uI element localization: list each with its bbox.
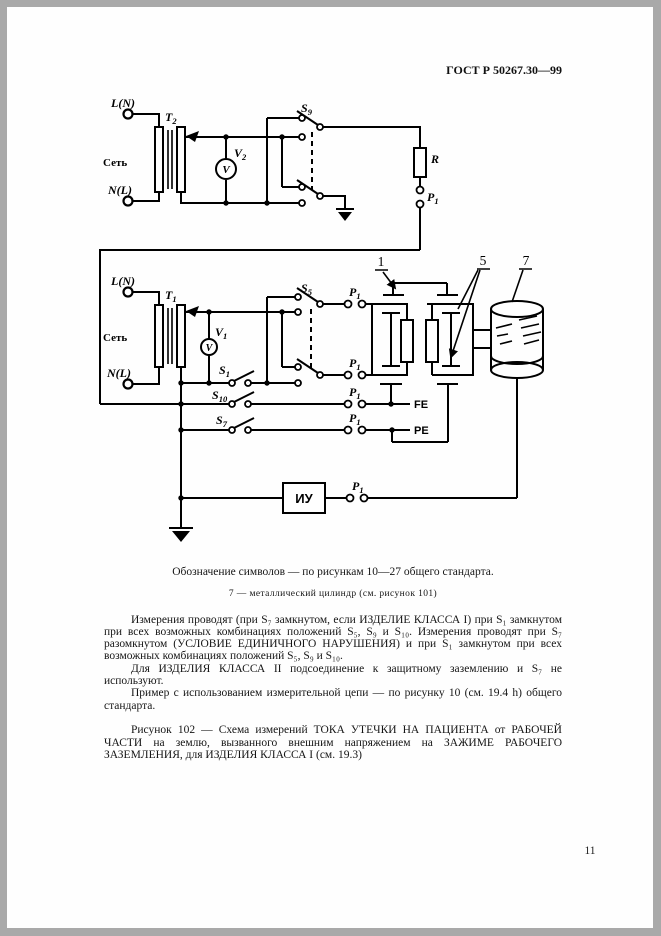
label-p1-top: P1: [427, 190, 439, 206]
external-voltage-circuit: [122, 108, 427, 250]
resistor-r: [413, 147, 427, 178]
applied-part-unit-5: [391, 283, 491, 443]
connector-p1-iu: [345, 493, 369, 503]
paper-sheet: [7, 7, 653, 928]
top-circuit-wires: [132, 113, 421, 250]
label-v1-letter: V: [206, 343, 214, 354]
patient-resistor-2: [425, 319, 439, 363]
label-s10: S10: [212, 388, 228, 404]
adjust-arrow-icon: [186, 131, 199, 142]
enclosure-outline: [99, 249, 420, 404]
label-l-n-top: L(N): [110, 96, 135, 110]
label-t1: T1: [165, 288, 177, 304]
document-header: ГОСТ Р 50267.30—99: [446, 63, 562, 77]
switch-s1: [228, 370, 255, 387]
connector-p1-top: [415, 185, 425, 209]
label-r: R: [430, 152, 439, 166]
terminal-l-n-mid: [122, 286, 134, 298]
label-set-mid: Сеть: [103, 332, 127, 344]
switch-s7: [228, 417, 255, 434]
label-t2: T2: [165, 110, 177, 126]
metal-cylinder: [490, 300, 544, 498]
paragraph-example: Пример с использованием измерительной це…: [104, 687, 562, 712]
label-v2: V2: [234, 146, 247, 162]
cylinder-hatching: [495, 315, 542, 345]
switch-s5: [294, 287, 324, 387]
paragraph-measurements: Измерения проводят (при S₇ замкнутом, ес…: [104, 613, 562, 663]
ground-icon-top: [338, 212, 352, 221]
pe-foil-plate: [391, 383, 458, 443]
terminal-l-n-top: [122, 108, 134, 120]
connector-p1-upper: [343, 299, 367, 309]
label-p1-iu: P1: [352, 479, 364, 495]
label-set-top: Сеть: [103, 157, 127, 169]
label-v2-letter: V: [222, 164, 231, 176]
label-p1-lower: P1: [349, 356, 361, 372]
callout-5: 5: [480, 253, 487, 268]
circuit-diagram: L(N)СетьN(L)T2V2VS9RP1L(N)СетьN(L)T1V1VS…: [99, 96, 544, 542]
patient-resistor-1: [400, 319, 414, 363]
paragraph-class-2: Для ИЗДЕЛИЯ КЛАССА II подсоединение к за…: [104, 662, 562, 688]
label-l-n-mid: L(N): [110, 274, 135, 288]
cylinder-note: 7 — металлический цилиндр (см. рисунок 1…: [228, 589, 438, 600]
voltmeter-v1: [200, 338, 218, 356]
terminal-n-l-mid: [122, 378, 134, 390]
symbols-note: Обозначение символов — по рисункам 10—27…: [172, 566, 494, 578]
label-p1-pe: P1: [349, 411, 361, 427]
label-fe: FE: [414, 399, 428, 411]
pe-line: [181, 417, 410, 435]
fe-line: [100, 391, 410, 409]
label-iu: ИУ: [295, 491, 313, 506]
label-s5: S5: [301, 281, 313, 297]
text-column: Обозначение символов — по рисункам 10—27…: [104, 566, 562, 762]
figure-caption: Рисунок 102 — Схема измерений ТОКА УТЕЧК…: [104, 723, 562, 762]
label-n-l-top: N(L): [107, 183, 132, 197]
connector-p1-pe: [343, 425, 367, 435]
label-pe: PE: [414, 425, 429, 437]
label-n-l-mid: N(L): [106, 366, 131, 380]
voltmeter-v2: [215, 158, 237, 180]
transformer-t1: [154, 304, 199, 368]
callout-7: 7: [523, 253, 530, 268]
adjust-arrow-icon: [186, 306, 199, 317]
connector-p1-lower: [343, 370, 367, 380]
connector-p1-fe: [343, 399, 367, 409]
fe-foil-plate: [380, 383, 402, 404]
label-s9: S9: [301, 101, 313, 117]
label-v1: V1: [215, 325, 227, 341]
label-p1-fe: P1: [349, 385, 361, 401]
measuring-device-box: [282, 482, 326, 514]
label-p1-upper: P1: [349, 285, 361, 301]
callout-lines: [375, 268, 532, 359]
transformer-t2: [154, 126, 199, 193]
callout-1: 1: [378, 254, 385, 269]
measuring-line: [169, 378, 518, 542]
label-s1: S1: [219, 363, 230, 379]
main-circuit: [122, 286, 372, 390]
terminal-n-l-top: [122, 195, 134, 207]
switch-s10: [228, 391, 255, 408]
switch-s9: [296, 110, 324, 207]
ground-icon-main: [172, 531, 190, 542]
label-s7: S7: [216, 413, 228, 429]
page-number: 11: [584, 845, 596, 857]
